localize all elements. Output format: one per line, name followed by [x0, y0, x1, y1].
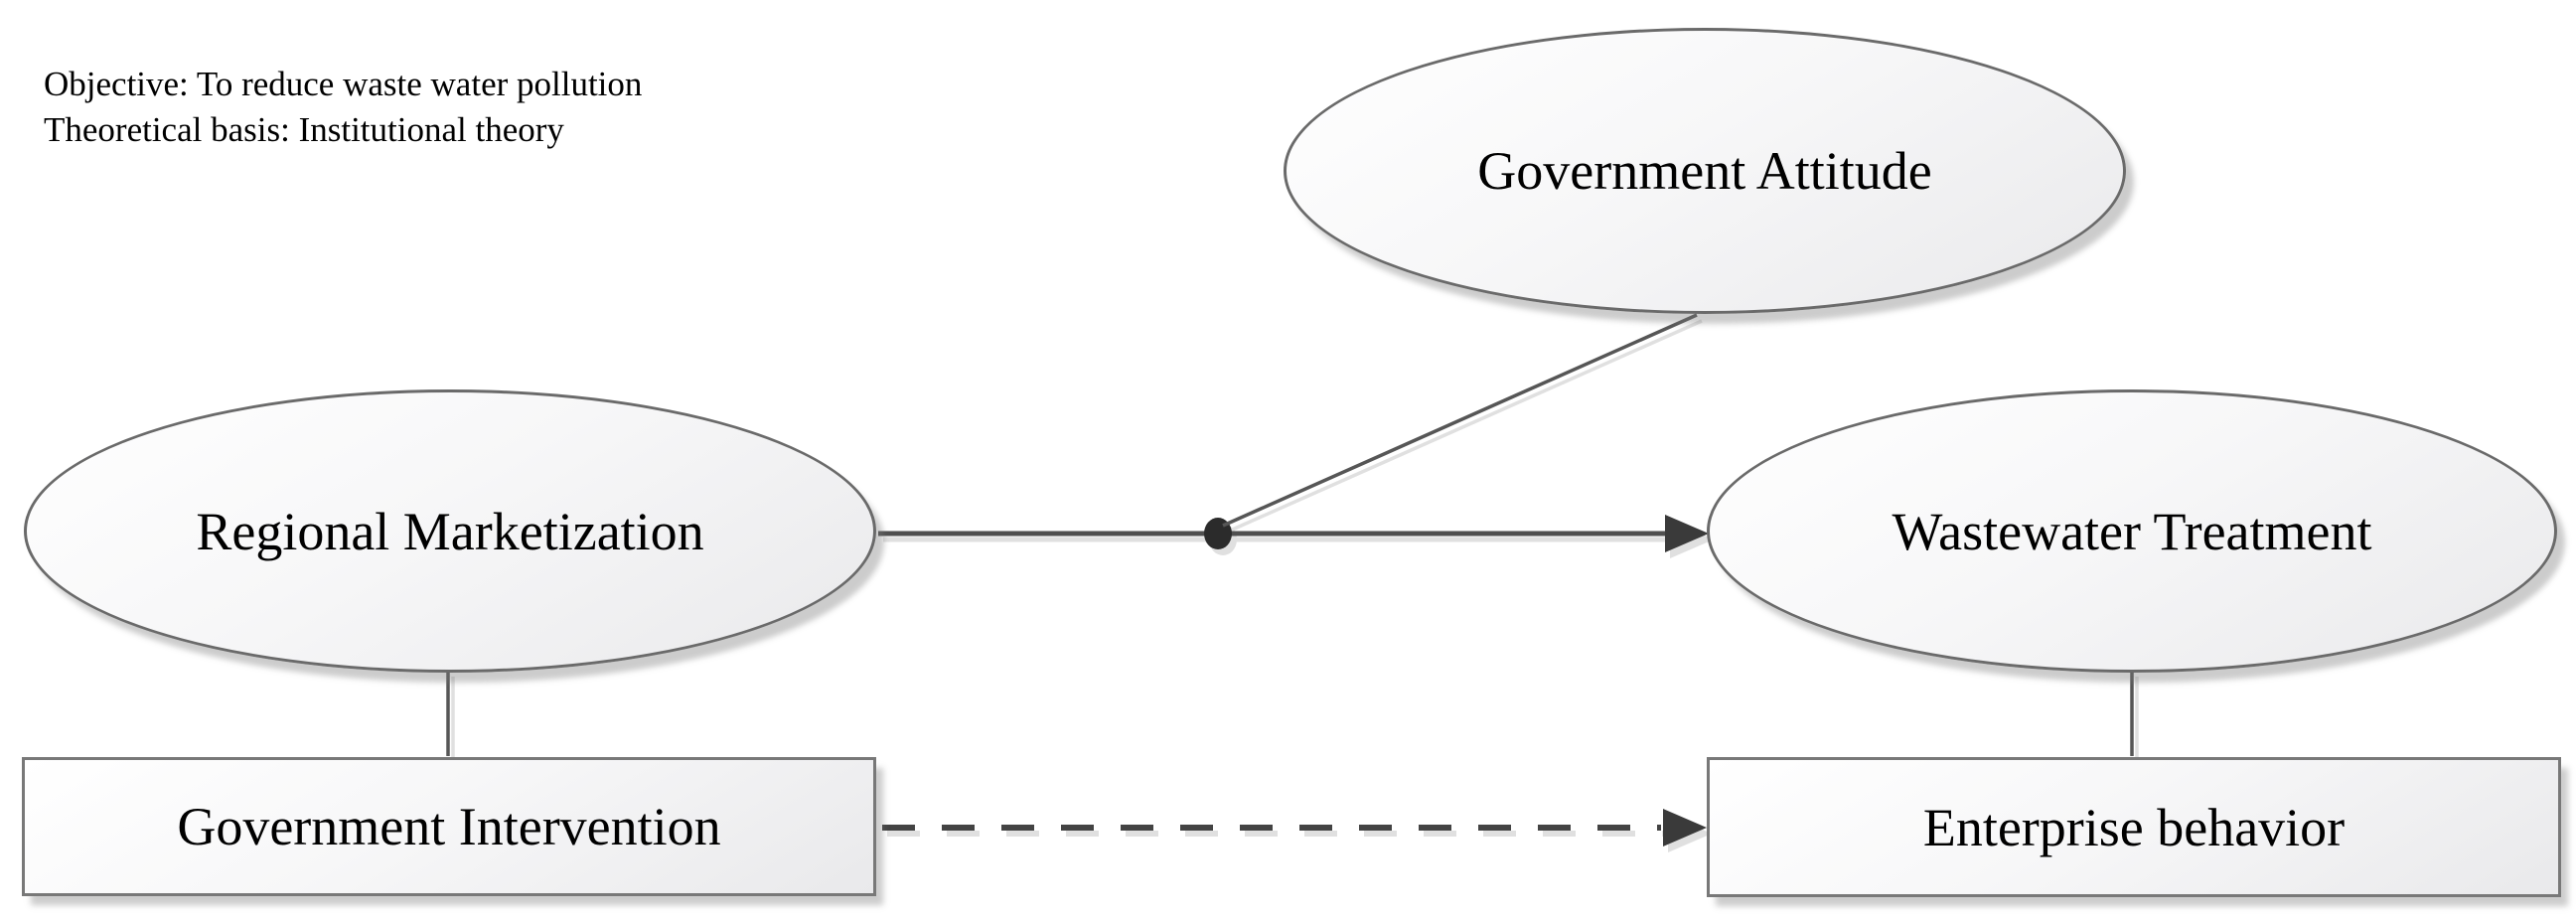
node-government-attitude-label: Government Attitude	[1477, 141, 1932, 201]
node-enterprise-behavior: Enterprise behavior	[1707, 757, 2561, 897]
node-government-intervention: Government Intervention	[22, 757, 876, 896]
node-government-intervention-label: Government Intervention	[177, 797, 721, 856]
node-wastewater-treatment: Wastewater Treatment	[1707, 389, 2557, 673]
node-enterprise-behavior-label: Enterprise behavior	[1922, 797, 2346, 857]
node-wastewater-treatment-label: Wastewater Treatment	[1892, 501, 2372, 561]
node-regional-marketization: Regional Marketization	[24, 389, 876, 673]
annotation: Objective: To reduce waste water polluti…	[44, 62, 642, 153]
moderation-line	[1222, 313, 1698, 528]
solid-arrowhead	[1665, 515, 1709, 552]
node-government-attitude: Government Attitude	[1284, 28, 2126, 314]
annotation-theoretical-basis: Theoretical basis: Institutional theory	[44, 110, 564, 149]
dashed-arrowhead	[1663, 809, 1707, 846]
node-regional-marketization-label: Regional Marketization	[196, 501, 704, 561]
moderation-dot	[1204, 518, 1232, 549]
annotation-objective: Objective: To reduce waste water polluti…	[44, 65, 643, 103]
